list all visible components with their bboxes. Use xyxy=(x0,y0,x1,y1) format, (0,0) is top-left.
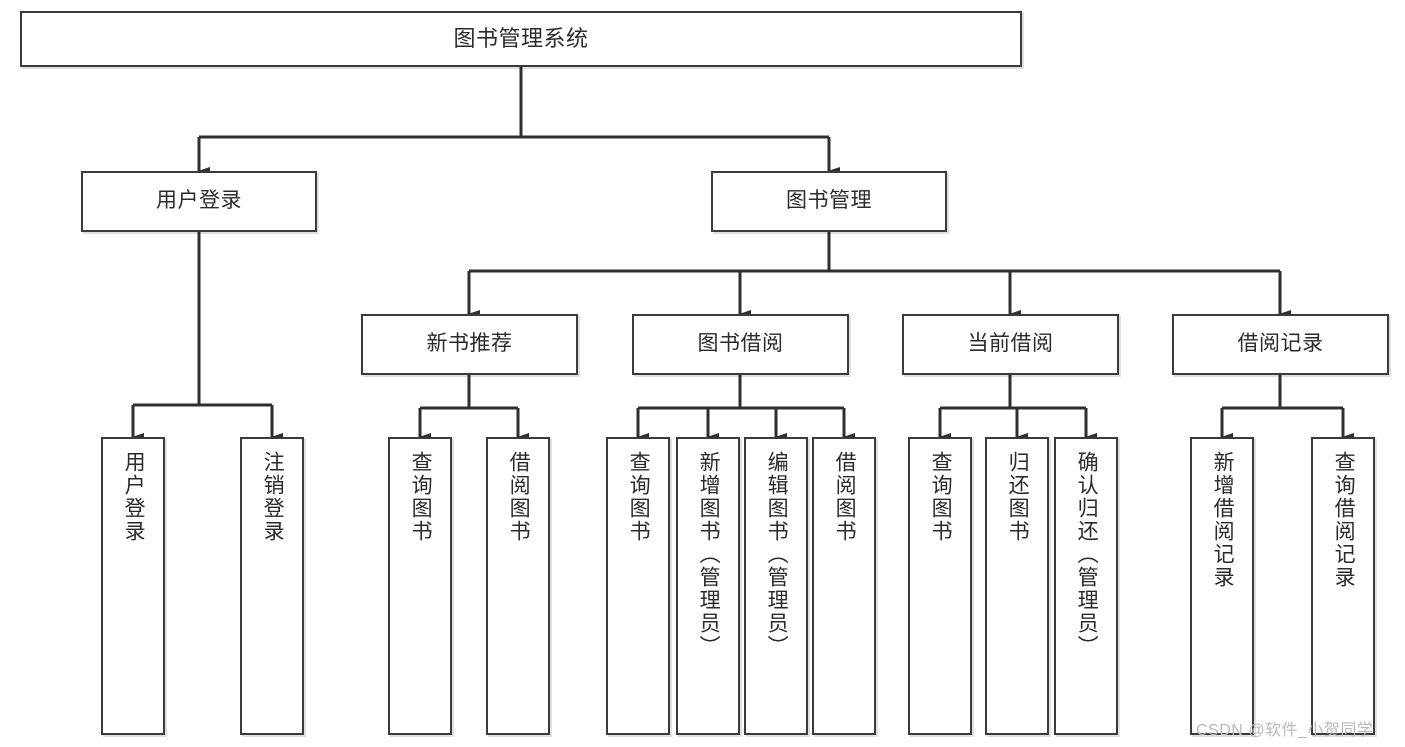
node-label-user-login: 用户登录 xyxy=(156,189,242,213)
node-label-leaf-query-book-1: 查询图书 xyxy=(409,451,433,543)
node-current-borrow[interactable]: 当前借阅 xyxy=(902,314,1119,375)
node-label-book-manage: 图书管理 xyxy=(786,189,872,213)
node-label-leaf-confirm-return: 确认归还（管理员） xyxy=(1075,451,1099,658)
node-label-leaf-add-book: 新增图书（管理员） xyxy=(697,451,721,658)
node-leaf-query-book-1[interactable]: 查询图书 xyxy=(388,437,452,735)
node-label-leaf-add-record: 新增借阅记录 xyxy=(1211,451,1235,589)
node-label-leaf-user-login: 用户登录 xyxy=(122,451,146,543)
node-label-leaf-borrow-book-2: 借阅图书 xyxy=(833,451,857,543)
node-leaf-query-record[interactable]: 查询借阅记录 xyxy=(1311,437,1375,735)
node-root[interactable]: 图书管理系统 xyxy=(20,11,1022,67)
node-label-leaf-borrow-book-1: 借阅图书 xyxy=(507,451,531,543)
node-new-book-recommend[interactable]: 新书推荐 xyxy=(361,314,578,375)
node-borrow-record[interactable]: 借阅记录 xyxy=(1172,314,1389,375)
node-label-current-borrow: 当前借阅 xyxy=(967,332,1054,356)
node-leaf-edit-book[interactable]: 编辑图书（管理员） xyxy=(744,437,808,735)
node-leaf-return-book[interactable]: 归还图书 xyxy=(985,437,1049,735)
node-label-leaf-query-book-3: 查询图书 xyxy=(929,451,953,543)
node-leaf-query-book-2[interactable]: 查询图书 xyxy=(606,437,670,735)
node-book-borrow[interactable]: 图书借阅 xyxy=(632,314,849,375)
node-label-leaf-return-book: 归还图书 xyxy=(1006,451,1030,543)
node-label-leaf-query-record: 查询借阅记录 xyxy=(1332,451,1356,589)
node-label-leaf-edit-book: 编辑图书（管理员） xyxy=(765,451,789,658)
node-label-book-borrow: 图书借阅 xyxy=(697,332,784,356)
node-user-login[interactable]: 用户登录 xyxy=(81,171,317,232)
node-leaf-user-logout[interactable]: 注销登录 xyxy=(240,437,304,735)
node-leaf-borrow-book-2[interactable]: 借阅图书 xyxy=(812,437,876,735)
node-leaf-borrow-book-1[interactable]: 借阅图书 xyxy=(486,437,550,735)
node-label-new-book-recommend: 新书推荐 xyxy=(426,332,513,356)
watermark-label: CSDN @软件_小贺同学 xyxy=(1196,722,1374,739)
node-label-leaf-query-book-2: 查询图书 xyxy=(627,451,651,543)
node-leaf-user-login[interactable]: 用户登录 xyxy=(101,437,165,735)
node-label-borrow-record: 借阅记录 xyxy=(1237,332,1324,356)
node-leaf-add-book[interactable]: 新增图书（管理员） xyxy=(676,437,740,735)
node-label-root: 图书管理系统 xyxy=(453,26,589,52)
node-leaf-confirm-return[interactable]: 确认归还（管理员） xyxy=(1054,437,1118,735)
node-book-manage[interactable]: 图书管理 xyxy=(711,171,947,232)
node-leaf-add-record[interactable]: 新增借阅记录 xyxy=(1190,437,1254,735)
node-label-leaf-user-logout: 注销登录 xyxy=(261,451,285,543)
node-leaf-query-book-3[interactable]: 查询图书 xyxy=(908,437,972,735)
